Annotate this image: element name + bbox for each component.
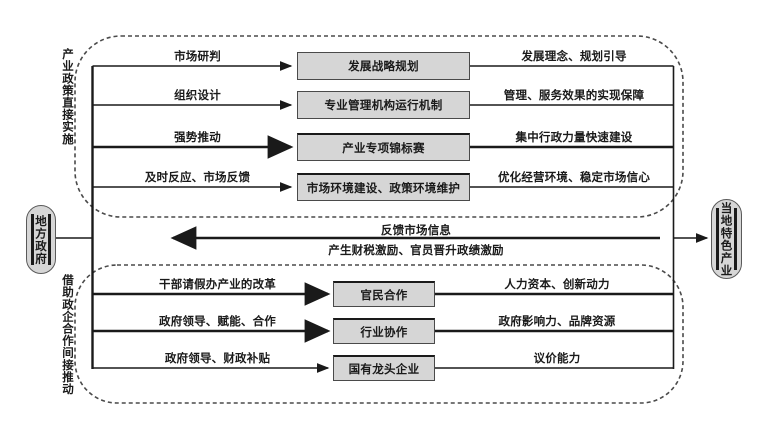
actor-local-government[interactable]: 地方政府	[26, 205, 56, 274]
lower-output-label-1: 人力资本、创新动力	[504, 277, 610, 291]
lower-input-label-2: 政府领导、赋能、合作	[159, 314, 276, 328]
lower-output-label-2: 政府影响力、品牌资源	[498, 314, 616, 328]
lower-output-label-3: 议价能力	[533, 351, 581, 365]
node-industry-tournament[interactable]: 产业专项锦标赛	[297, 133, 470, 161]
dashed-region-indirect	[74, 264, 684, 404]
node-label: 市场环境建设、政策环境维护	[306, 180, 461, 195]
feedback-label-top: 反馈市场信息	[380, 223, 452, 237]
node-market-environment[interactable]: 市场环境建设、政策环境维护	[297, 173, 470, 201]
input-label-3: 强势推动	[174, 130, 221, 144]
node-label: 产业专项锦标赛	[342, 140, 425, 155]
feedback-label-bottom: 产生财税激励、官员晋升政绩激励	[328, 243, 504, 257]
node-label: 专业管理机构运行机制	[324, 98, 443, 112]
output-label-4: 优化经营环境、稳定市场信心	[497, 170, 651, 184]
region-label-indirect: 借助政企合作间接推动	[61, 274, 75, 395]
node-label: 国有龙头企业	[348, 361, 420, 376]
node-development-strategy[interactable]: 发展战略规划	[297, 52, 470, 80]
pill-right-bar	[48, 214, 51, 265]
node-label: 发展战略规划	[348, 59, 419, 73]
dashed-region-direct	[74, 35, 684, 218]
output-label-3: 集中行政力量快速建设	[515, 130, 633, 144]
input-label-4: 及时反应、市场反馈	[144, 170, 251, 184]
pill-right-bar	[734, 208, 737, 270]
pill-left-bar	[31, 214, 34, 265]
actor-local-industry[interactable]: 当地特色产业	[711, 199, 742, 279]
actor-local-industry-label: 当地特色产业	[719, 201, 734, 277]
output-label-1: 发展理念、规划引导	[521, 49, 627, 63]
node-professional-management[interactable]: 专业管理机构运行机制	[297, 91, 470, 119]
input-label-2: 组织设计	[174, 88, 221, 102]
output-label-2: 管理、服务效果的实现保障	[503, 88, 645, 102]
node-public-private-cooperation[interactable]: 官民合作	[333, 281, 435, 307]
node-label: 行业协作	[360, 324, 408, 339]
input-label-1: 市场研判	[174, 49, 221, 63]
lower-input-label-3: 政府领导、财政补贴	[164, 351, 271, 365]
actor-local-government-label: 地方政府	[34, 214, 48, 265]
lower-input-label-1: 干部请假办产业的改革	[159, 277, 276, 291]
region-label-direct: 产业政策直接实施	[61, 48, 75, 145]
node-state-owned-leading-enterprise[interactable]: 国有龙头企业	[333, 355, 435, 381]
pill-left-bar	[716, 208, 719, 270]
node-label: 官民合作	[360, 287, 408, 302]
node-industry-collaboration[interactable]: 行业协作	[333, 318, 435, 344]
